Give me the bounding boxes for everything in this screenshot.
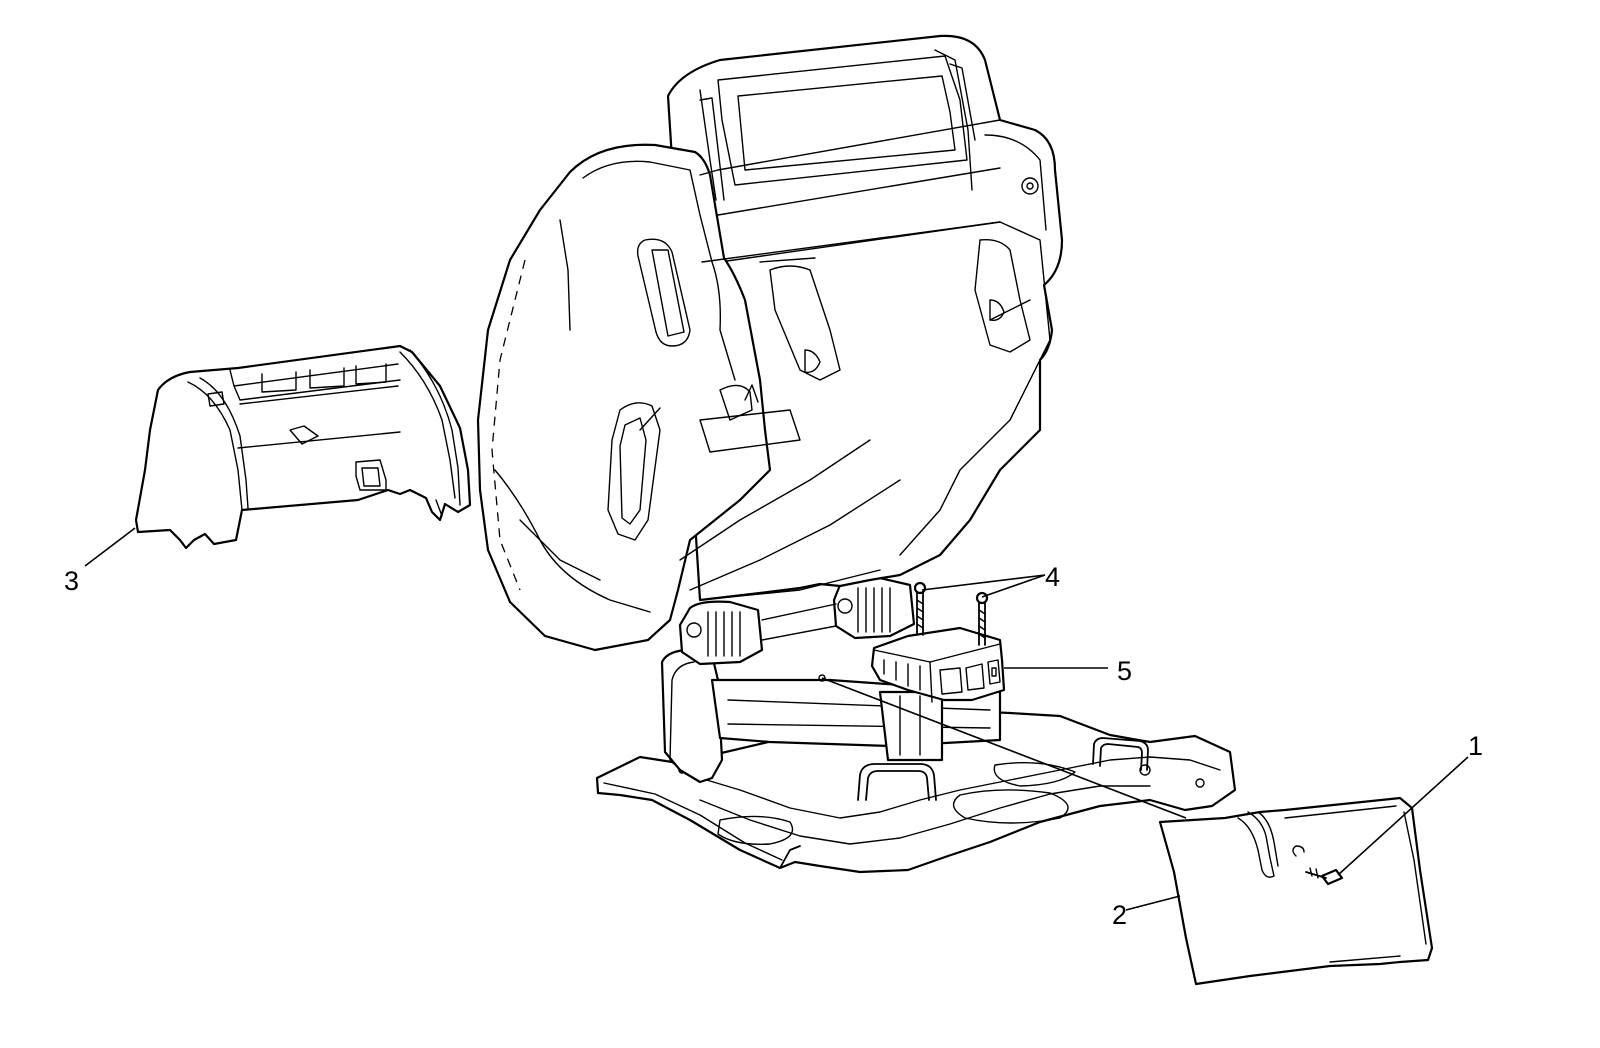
screw-part-1 [1305, 867, 1344, 886]
side-cover-part-2 [1158, 796, 1434, 986]
leader-4a [921, 574, 1046, 591]
seat-base-frame [595, 708, 1237, 874]
callout-3: 3 [64, 566, 79, 596]
leader-lines [84, 527, 1469, 911]
leader-1 [1337, 756, 1469, 876]
callout-1: 1 [1468, 731, 1483, 761]
callout-labels: 3 4 5 1 2 [64, 562, 1483, 930]
callout-2: 2 [1112, 900, 1127, 930]
rear-cover-part-3 [134, 344, 472, 550]
callout-5: 5 [1117, 656, 1132, 686]
callout-4: 4 [1045, 562, 1060, 592]
leader-3 [84, 527, 136, 567]
leader-4b [981, 574, 1046, 598]
module-part-5 [870, 626, 1006, 703]
leader-2 [1125, 895, 1181, 911]
alignment-line [821, 677, 1187, 819]
bolts-part-4 [913, 581, 989, 646]
seat-assembly [476, 34, 1064, 652]
